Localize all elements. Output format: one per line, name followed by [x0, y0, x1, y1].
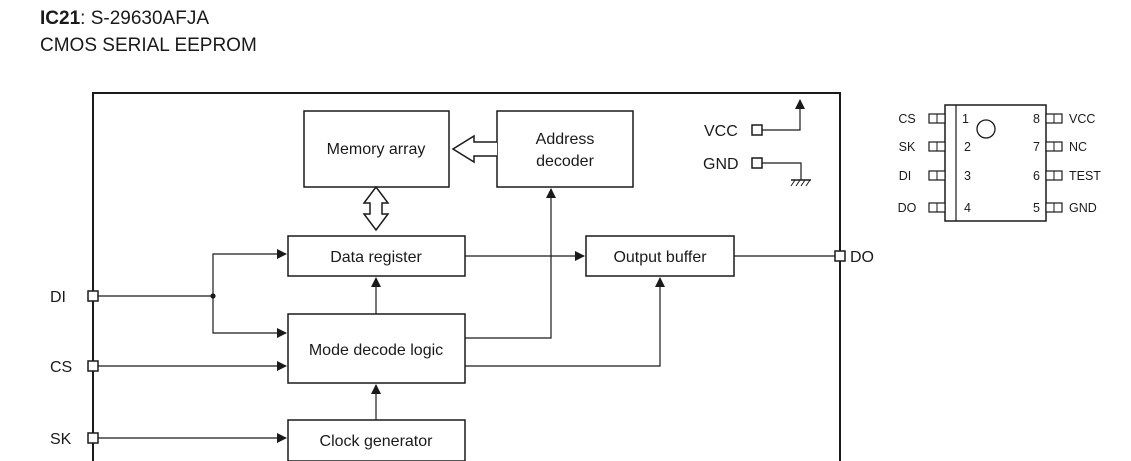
address-decoder-label-2: decoder: [536, 153, 594, 170]
mode-to-address-decoder-wire: [465, 188, 556, 339]
di-to-data-register-wire: [212, 249, 287, 296]
memory-array-block: [303, 110, 450, 188]
package-pin-name-right: VCC: [1069, 112, 1095, 126]
vcc-pin-terminal: [751, 124, 763, 136]
package-pin-number-right: 6: [1033, 169, 1040, 183]
package-pin-number-left: 2: [964, 140, 971, 154]
vcc-label: VCC: [704, 123, 738, 140]
package-pin-name-right: TEST: [1069, 169, 1101, 183]
package-pin-number-left: 3: [964, 169, 971, 183]
output-buffer-block: [585, 235, 735, 277]
package-pin-name-right: GND: [1069, 201, 1097, 215]
data-register-block: [287, 235, 466, 277]
address-decoder-block: [496, 110, 634, 188]
package-pin-name-left: SK: [899, 140, 916, 154]
sk-pin-terminal: [87, 432, 99, 444]
ic-subtitle: CMOS SERIAL EEPROM: [40, 35, 257, 56]
output-buffer-label: Output buffer: [613, 249, 707, 266]
memory-array-label: Memory array: [327, 141, 426, 158]
hollow-arrow-left-icon: [451, 134, 497, 164]
mode-decode-logic-label: Mode decode logic: [309, 342, 443, 359]
di-to-mode-decode-wire: [212, 296, 287, 338]
ic-part-number: S-29630AFJA: [90, 8, 209, 29]
hollow-double-arrow-icon: [362, 185, 390, 232]
ic-ref: IC21: [40, 8, 81, 29]
pin1-marker-icon: [976, 119, 996, 139]
di-pin-label: DI: [50, 289, 66, 306]
package-pin-number-right: 7: [1033, 140, 1040, 154]
package-pin-name-right: NC: [1069, 140, 1087, 154]
package-pin-number-right: 8: [1033, 112, 1040, 126]
data-register-label: Data register: [330, 249, 422, 266]
ground-symbol-icon: [790, 179, 811, 187]
mode-decode-logic-block: [287, 313, 466, 384]
gnd-label: GND: [703, 156, 739, 173]
vcc-wire: [762, 99, 805, 131]
package-pin-number-left: 4: [964, 201, 971, 215]
chip-outline: [92, 92, 841, 461]
package-pin-number-left: 1: [962, 112, 969, 126]
do-pin-terminal: [834, 250, 846, 262]
clock-generator-label: Clock generator: [320, 433, 434, 450]
package-pin-name-left: DO: [898, 201, 917, 215]
do-pin-label: DO: [850, 249, 874, 266]
package-pin-name-left: DI: [899, 169, 912, 183]
gnd-pin-terminal: [751, 157, 763, 169]
di-pin-terminal: [87, 290, 99, 302]
package-pinout: CS SK DI DO 1 2 3 4 8 7 6 5 VCC NC TEST …: [898, 104, 1101, 222]
title-separator: :: [80, 8, 91, 29]
package-pin-name-left: CS: [898, 112, 915, 126]
sk-pin-label: SK: [50, 431, 72, 448]
cs-pin-label: CS: [50, 359, 72, 376]
gnd-wire: [762, 162, 802, 180]
mode-to-output-buffer-wire: [465, 277, 665, 367]
ic-title: IC21: S-29630AFJA: [40, 8, 209, 30]
cs-pin-terminal: [87, 360, 99, 372]
package-pin-number-right: 5: [1033, 201, 1040, 215]
package-body: [944, 104, 1047, 222]
address-decoder-label-1: Address: [536, 131, 595, 148]
